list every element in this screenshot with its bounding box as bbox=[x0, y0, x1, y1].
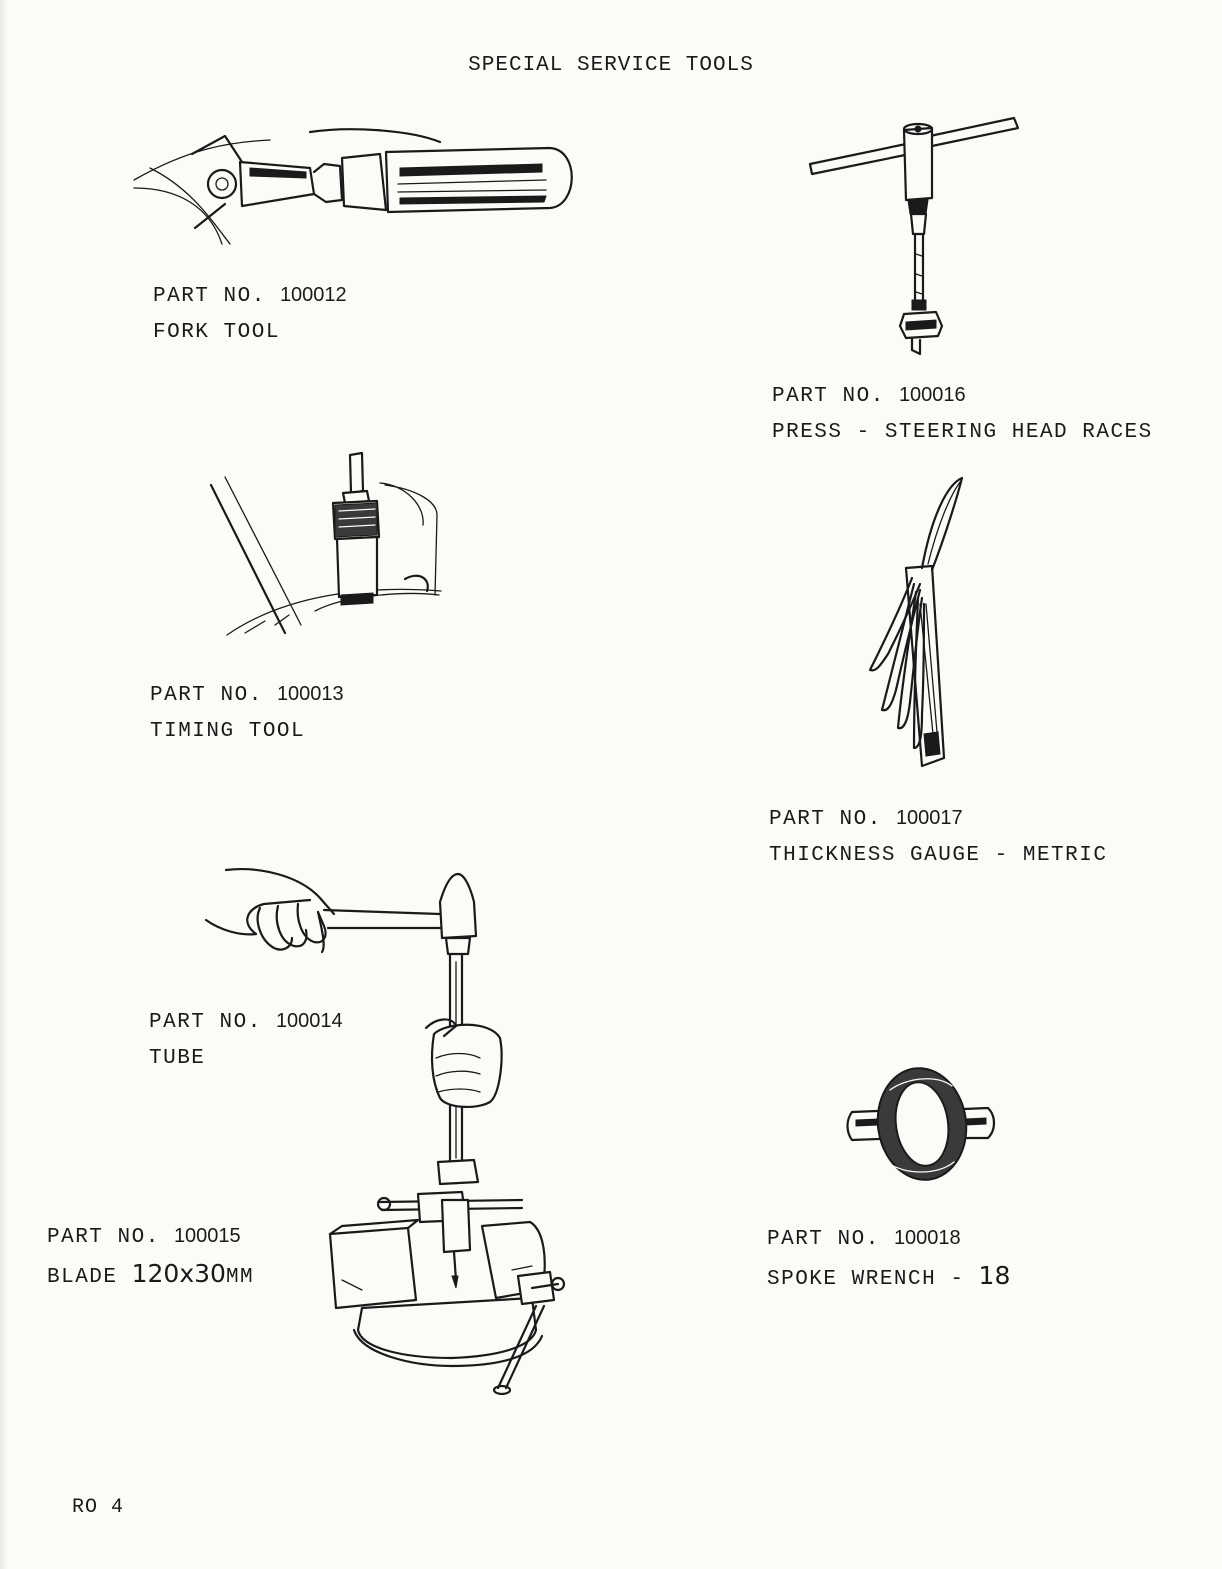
spoke-wrench-icon bbox=[846, 1060, 996, 1190]
part-number-line: PART NO. 100014 bbox=[149, 1003, 343, 1041]
part-number: 100015 bbox=[173, 1225, 241, 1247]
part-number: 100017 bbox=[895, 807, 963, 829]
part-number-line: PART NO. 100015 bbox=[47, 1218, 254, 1256]
blade-size-unit: MM bbox=[225, 1266, 255, 1289]
part-label: PART NO. bbox=[150, 684, 263, 707]
tool-caption-100017: PART NO. 100017 THICKNESS GAUGE - METRIC bbox=[769, 800, 1107, 874]
tool-name-prefix: BLADE bbox=[47, 1266, 118, 1289]
steering-head-press-icon bbox=[806, 114, 1021, 359]
tool-caption-100015: PART NO. 100015 BLADE 120x30MM bbox=[47, 1218, 254, 1296]
part-label: PART NO. bbox=[769, 808, 882, 831]
scan-edge bbox=[0, 0, 8, 1569]
part-label: PART NO. bbox=[149, 1011, 262, 1034]
bench-vise-icon bbox=[322, 1180, 572, 1400]
part-number-line: PART NO. 100018 bbox=[767, 1220, 1010, 1258]
timing-tool-icon bbox=[205, 445, 445, 645]
page-footer: RO 4 bbox=[72, 1496, 125, 1519]
part-number: 100018 bbox=[893, 1227, 961, 1249]
part-number-line: PART NO. 100012 bbox=[153, 277, 347, 315]
part-number: 100012 bbox=[279, 284, 347, 306]
tool-name: THICKNESS GAUGE - METRIC bbox=[769, 844, 1108, 867]
tool-caption-100016: PART NO. 100016 PRESS - STEERING HEAD RA… bbox=[772, 377, 1153, 451]
tool-caption-100018: PART NO. 100018 SPOKE WRENCH - 18 bbox=[767, 1220, 1010, 1298]
tool-caption-100014: PART NO. 100014 TUBE bbox=[149, 1003, 343, 1077]
part-number: 100013 bbox=[276, 683, 344, 705]
tool-name: TUBE bbox=[149, 1047, 206, 1070]
part-label: PART NO. bbox=[772, 385, 885, 408]
wrench-size: 18 bbox=[978, 1261, 1011, 1290]
tool-caption-100012: PART NO. 100012 FORK TOOL bbox=[153, 277, 347, 351]
part-label: PART NO. bbox=[153, 285, 266, 308]
thickness-gauge-icon bbox=[862, 474, 982, 774]
tool-caption-100013: PART NO. 100013 TIMING TOOL bbox=[150, 676, 344, 750]
part-number-line: PART NO. 100016 bbox=[772, 377, 1153, 415]
part-label: PART NO. bbox=[47, 1226, 160, 1249]
fork-tool-icon bbox=[130, 128, 580, 248]
tool-name: TIMING TOOL bbox=[150, 720, 306, 743]
hammer-tube-icon bbox=[200, 862, 510, 1192]
part-number-line: PART NO. 100013 bbox=[150, 676, 344, 714]
tool-name: PRESS - STEERING HEAD RACES bbox=[772, 421, 1153, 444]
tool-name: FORK TOOL bbox=[153, 321, 280, 344]
part-number: 100014 bbox=[275, 1010, 343, 1032]
tool-name: BLADE 120x30MM bbox=[47, 1256, 254, 1296]
part-number: 100016 bbox=[898, 384, 966, 406]
part-number-line: PART NO. 100017 bbox=[769, 800, 1107, 838]
tool-name: SPOKE WRENCH - 18 bbox=[767, 1258, 1010, 1298]
part-label: PART NO. bbox=[767, 1228, 880, 1251]
tool-name-prefix: SPOKE WRENCH - bbox=[767, 1268, 965, 1291]
blade-size: 120x30 bbox=[131, 1259, 226, 1288]
page-title: SPECIAL SERVICE TOOLS bbox=[468, 54, 754, 77]
